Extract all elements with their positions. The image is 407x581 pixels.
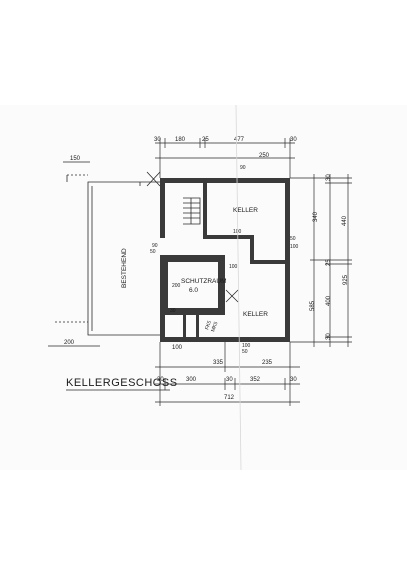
dim-right-total: 925: [343, 274, 349, 285]
dim-upper-left: 150: [70, 156, 81, 162]
paper-fold: [235, 104, 242, 471]
room-keller-upper-label: KELLER: [233, 207, 258, 214]
chimney-marks: [146, 171, 239, 303]
dim-right-2: 440: [342, 215, 348, 226]
dim-bottom-335: 335: [213, 360, 224, 366]
wall-note-3: 50: [290, 236, 296, 242]
wall-note-1: 90: [240, 165, 246, 171]
dim-right-3: 25: [326, 259, 332, 266]
dim-right-4: 400: [326, 295, 332, 306]
dim-bottom-2-2: 300: [186, 377, 197, 383]
wall-note-7: 90: [152, 243, 158, 249]
wall-note-2: 100: [233, 229, 242, 235]
dim-top-total: 250: [259, 153, 270, 159]
existing-building-label: BESTEHEND: [121, 248, 128, 288]
dim-right-340: 340: [313, 211, 319, 222]
dim-bottom-total: 712: [224, 395, 235, 401]
dim-top-5: 30: [290, 137, 297, 143]
drawing-title: KELLERGESCHOSS: [66, 377, 178, 389]
right-dimension-lines: [290, 174, 352, 347]
wall-note-4: 200: [172, 283, 181, 289]
dim-bottom-2-1: 30: [157, 377, 164, 383]
dim-top-3: 25: [202, 137, 209, 143]
existing-building: [55, 174, 160, 336]
dim-left-200: 200: [64, 340, 75, 346]
new-building-walls: [160, 178, 290, 342]
window-note-1: FK5: [204, 320, 213, 331]
wall-note-6: 30: [170, 308, 176, 314]
dim-top-4: 477: [234, 137, 245, 143]
dim-right-585: 585: [310, 300, 316, 311]
wall-note-10: 100: [242, 343, 251, 349]
bottom-dimension-lines: [48, 342, 300, 406]
paper-area: [0, 105, 407, 470]
dim-bottom-2-3: 30: [226, 377, 233, 383]
wall-note-8: 100: [229, 264, 238, 270]
wall-note-5: 100: [290, 244, 299, 250]
dim-right-5: 30: [326, 333, 332, 340]
dim-bottom-2-4: 352: [250, 377, 261, 383]
dim-bottom-235: 235: [262, 360, 273, 366]
dim-top-2: 180: [175, 137, 186, 143]
staircase: [183, 197, 201, 225]
top-dimension-lines: [63, 138, 295, 178]
dim-right-1: 30: [326, 174, 332, 181]
dim-bottom-2-5: 30: [290, 377, 297, 383]
room-keller-lower-label: KELLER: [243, 311, 268, 318]
wall-note-11: 50: [242, 349, 248, 355]
wall-note-9: 50: [150, 249, 156, 255]
window-note-2: MK5: [210, 321, 219, 333]
room-schutzraum-label: SCHUTZRAUM: [181, 278, 227, 285]
dim-top-1: 30: [154, 137, 161, 143]
dim-bottom-100: 100: [172, 345, 183, 351]
room-schutzraum-area: 6.0: [189, 287, 198, 294]
